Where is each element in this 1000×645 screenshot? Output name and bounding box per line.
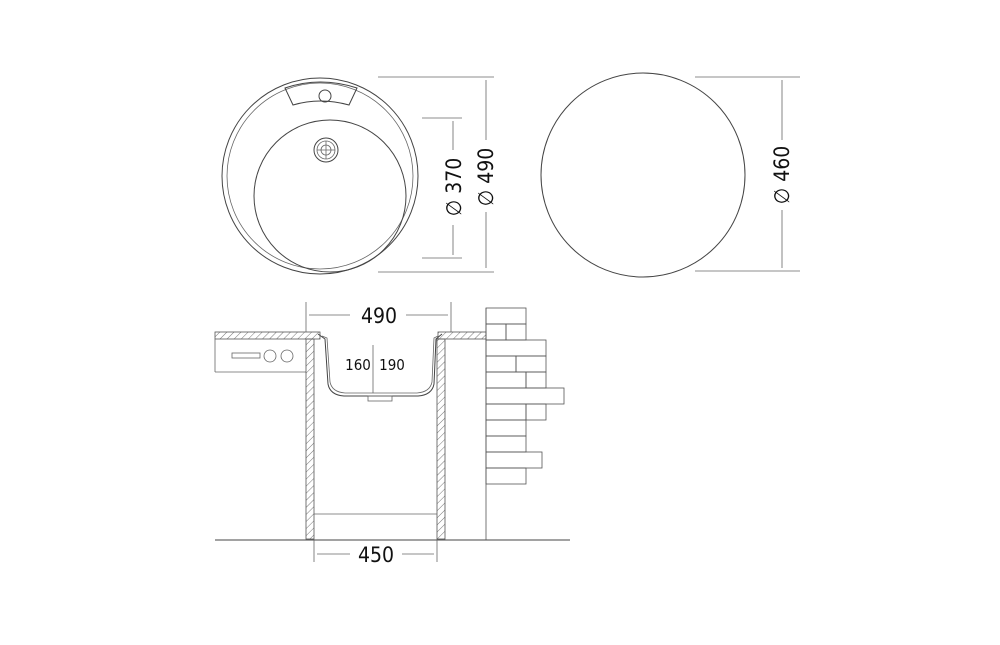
sink-inner-rim: [226, 82, 414, 270]
cutout-circle: [540, 72, 746, 278]
cabinet-wall-left: [305, 338, 315, 540]
cutout-diameter-label: ∅ 460: [770, 146, 794, 205]
sink-bowl-profile: [317, 333, 443, 402]
bowl-diameter-label: ∅ 370: [442, 158, 466, 217]
countertop-left: [214, 331, 321, 340]
cabinet-wall-right: [436, 338, 446, 540]
faucet-platform: [284, 81, 358, 106]
depth-160-label: 160: [345, 356, 371, 374]
section-view: 490 160 190 450: [214, 302, 570, 567]
dimension-490-top: 490: [305, 302, 452, 332]
dimension-450-bottom: 450: [313, 540, 438, 567]
top-view: ∅ 490 ∅ 370: [221, 76, 498, 275]
sink-bowl: [253, 119, 407, 273]
countertop-right: [437, 331, 487, 340]
width-top-label: 490: [361, 304, 397, 328]
outer-diameter-label: ∅ 490: [474, 148, 498, 207]
depth-190-label: 190: [379, 356, 405, 374]
faucet-hole-icon: [318, 89, 332, 103]
sink-outer-rim: [221, 77, 419, 275]
drain-icon: [313, 137, 339, 163]
dimension-490: ∅ 490: [378, 76, 498, 273]
cutout-view: ∅ 460: [540, 72, 800, 278]
width-bottom-label: 450: [358, 543, 394, 567]
dimension-370: ∅ 370: [422, 117, 466, 259]
control-panel-icon: [231, 349, 294, 363]
brick-wall: [485, 307, 565, 540]
drain-outlet: [367, 395, 393, 402]
